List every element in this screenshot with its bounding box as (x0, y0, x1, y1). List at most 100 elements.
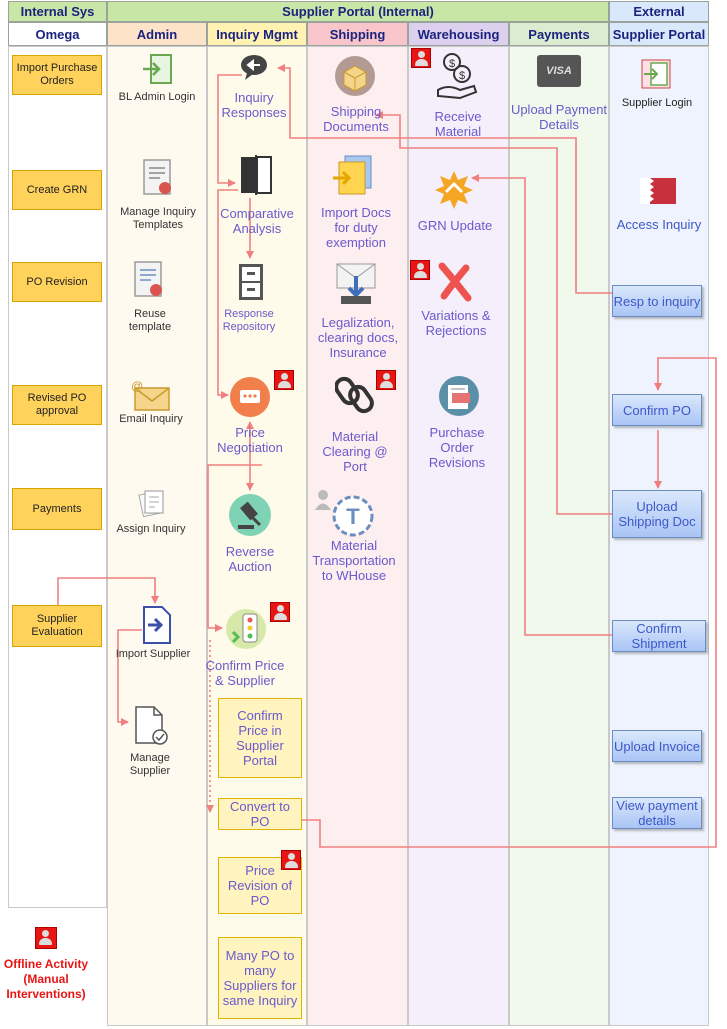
rejection-icon[interactable] (436, 262, 474, 302)
visa-card-icon[interactable]: VISA (537, 55, 581, 87)
admin-manage-inquiry-templates: Manage Inquiry Templates (120, 206, 196, 231)
header-payments: Payments (509, 22, 609, 46)
many-po-box[interactable]: Many PO to many Suppliers for same Inqui… (218, 937, 302, 1019)
arrow-evaluation-to-import (57, 577, 159, 605)
shipping-legalization: Legalization, clearing docs, Insurance (317, 315, 399, 360)
transport-icon[interactable]: T (331, 494, 375, 538)
compare-icon[interactable] (239, 155, 273, 195)
file-cabinet-icon[interactable] (237, 262, 265, 302)
offline-activity-icon (410, 260, 430, 280)
offline-activity-icon (376, 370, 396, 390)
admin-reuse-template: Reuse template (128, 308, 172, 333)
supplier-login-icon[interactable] (641, 59, 671, 89)
omega-import-purchase-orders[interactable]: Import Purchase Orders (12, 55, 102, 95)
omega-po-revision[interactable]: PO Revision (12, 262, 102, 302)
admin-email-inquiry: Email Inquiry (119, 413, 183, 425)
supplier-access-inquiry: Access Inquiry (616, 217, 702, 232)
svg-text:$: $ (459, 70, 465, 82)
header-omega: Omega (8, 22, 107, 46)
inquiry-price-negotiation: Price Negotiation (217, 425, 283, 455)
confirm-shipment-button[interactable]: Confirm Shipment (612, 620, 706, 652)
shipping-material-clearing: Material Clearing @ Port (322, 429, 388, 474)
manage-supplier-icon[interactable] (132, 705, 170, 747)
shipping-import-docs: Import Docs for duty exemption (320, 205, 392, 250)
inquiry-response-repository: Response Repository (222, 308, 276, 333)
resp-to-inquiry-button[interactable]: Resp to inquiry (612, 285, 702, 317)
omega-revised-po-approval[interactable]: Revised PO approval (12, 385, 102, 425)
confirm-price-icon[interactable] (225, 608, 267, 650)
offline-activity-icon (281, 850, 301, 870)
omega-payments[interactable]: Payments (12, 488, 102, 530)
import-supplier-icon[interactable] (140, 605, 172, 645)
header-admin: Admin (107, 22, 207, 46)
confirm-po-button[interactable]: Confirm PO (612, 394, 702, 426)
svg-text:$: $ (449, 58, 455, 70)
arrow-upload-to-shipping-docs (375, 111, 612, 515)
lane-warehousing (408, 46, 509, 1026)
shipping-documents: Shipping Documents (323, 104, 389, 134)
user-icon (315, 490, 331, 510)
arrow-resp-to-responses (277, 64, 612, 294)
header-internal-sys: Internal Sys (8, 1, 107, 22)
email-icon[interactable]: @ (131, 380, 171, 412)
inquiry-comparative-analysis: Comparative Analysis (220, 206, 294, 236)
omega-supplier-evaluation[interactable]: Supplier Evaluation (12, 605, 102, 647)
admin-manage-supplier: Manage Supplier (129, 752, 171, 777)
header-portal: Supplier Portal (Internal) (107, 1, 609, 22)
reply-bubble-icon[interactable] (239, 53, 269, 81)
supplier-login: Supplier Login (621, 97, 693, 109)
po-revision-icon[interactable] (438, 375, 480, 417)
header-external: External (609, 1, 709, 22)
arrow-negotiation-to-confirm (207, 464, 262, 632)
chain-link-icon[interactable] (335, 374, 375, 416)
receive-money-icon[interactable]: $ $ (434, 50, 480, 102)
header-shipping: Shipping (307, 22, 408, 46)
chat-icon[interactable] (229, 376, 271, 418)
shipping-box-icon[interactable] (334, 55, 376, 97)
upload-shipping-doc-button[interactable]: Upload Shipping Doc (612, 490, 702, 538)
admin-assign-inquiry: Assign Inquiry (116, 523, 186, 535)
arrow-convert-to-confirm-po (302, 357, 717, 848)
omega-create-grn[interactable]: Create GRN (12, 170, 102, 210)
legend-offline-activity: Offline Activity (Manual Interventions) (3, 957, 89, 1001)
admin-import-supplier: Import Supplier (115, 648, 191, 660)
assign-icon[interactable] (137, 487, 167, 517)
arrow-shipment-to-grn (471, 174, 612, 636)
svg-text:T: T (346, 504, 360, 529)
legend-offline-icon (35, 927, 57, 949)
login-icon[interactable] (141, 53, 173, 85)
view-payment-details-button[interactable]: View payment details (612, 797, 702, 829)
inquiry-template-icon[interactable] (142, 158, 176, 198)
offline-activity-icon (270, 602, 290, 622)
reuse-template-icon[interactable] (133, 260, 167, 300)
inquiry-confirm-price-supplier: Confirm Price & Supplier (205, 658, 285, 688)
offline-activity-icon (411, 48, 431, 68)
warehousing-po-revisions: Purchase Order Revisions (428, 425, 486, 470)
inquiry-responses-label: Inquiry Responses (221, 90, 287, 120)
warehousing-variations-rejections: Variations & Rejections (421, 308, 491, 338)
payments-upload-details: Upload Payment Details (510, 102, 608, 132)
upload-invoice-button[interactable]: Upload Invoice (612, 730, 702, 762)
offline-activity-icon (274, 370, 294, 390)
convert-to-po-box[interactable]: Convert to PO (218, 798, 302, 830)
header-inquiry-mgmt: Inquiry Mgmt (207, 22, 307, 46)
arrow-import-to-manage (117, 629, 142, 726)
confirm-price-in-portal-box[interactable]: Confirm Price in Supplier Portal (218, 698, 302, 778)
header-supplier-portal: Supplier Portal (609, 22, 709, 46)
shipping-material-transportation: Material Transportation to WHouse (312, 538, 396, 583)
arrow-comparative-to-negotiation (217, 189, 238, 399)
warehousing-receive-material: Receive Material (434, 109, 482, 139)
gavel-icon[interactable] (228, 493, 272, 537)
lane-admin (107, 46, 207, 1026)
svg-text:@: @ (131, 380, 143, 393)
inquiry-reverse-auction: Reverse Auction (225, 544, 275, 574)
warehousing-grn-update: GRN Update (417, 218, 493, 233)
legalization-icon[interactable] (333, 258, 379, 306)
import-docs-icon[interactable] (331, 154, 375, 196)
arrow-responses-to-comparative (217, 74, 242, 187)
admin-bl-admin-login: BL Admin Login (118, 91, 196, 103)
grn-update-icon[interactable] (434, 170, 474, 210)
access-inquiry-icon[interactable] (640, 178, 676, 204)
lane-shipping (307, 46, 408, 1026)
